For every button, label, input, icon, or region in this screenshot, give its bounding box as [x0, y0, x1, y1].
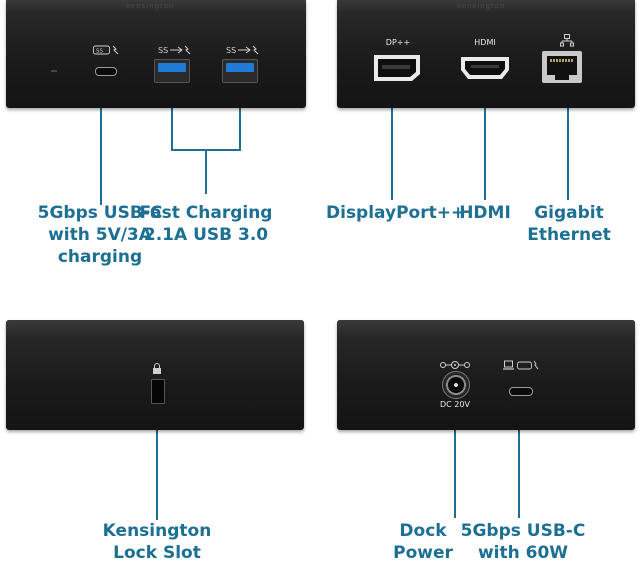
dp-port-label: DP++ [385, 38, 411, 47]
usb-a-superspeed-icon: SS [158, 45, 191, 55]
callout-ethernet: Gigabit Ethernet [527, 203, 611, 245]
usb-c-port [95, 67, 117, 76]
callout-dock-power: Dock Power [393, 521, 453, 563]
dock-rear-video-view: kensington DP++ HDMI [337, 0, 635, 108]
usb-c-superspeed-icon: SS [93, 45, 119, 55]
network-icon [560, 34, 574, 47]
displayport-port [374, 55, 420, 81]
ethernet-port [542, 51, 582, 83]
callout-hdmi: HDMI [459, 203, 511, 223]
dock-side-view [6, 320, 304, 430]
usb-a-port-2 [222, 59, 258, 83]
brand-logo: kensington [457, 2, 506, 10]
status-led [51, 70, 57, 72]
kensington-lock-slot [151, 379, 165, 404]
lock-icon [153, 363, 161, 374]
usb-a-port-1 [154, 59, 190, 83]
callout-usb-c-host: 5Gbps USB-C with 60W [460, 521, 586, 563]
brand-logo: kensington [126, 2, 175, 10]
svg-text:SS: SS [96, 49, 103, 55]
usb-c-host-port [509, 387, 533, 396]
usb-a-superspeed-icon: SS [226, 45, 259, 55]
callout-usb-c: 5Gbps USB-C with 5V/3A charging [37, 203, 163, 267]
dc-polarity-icon [440, 361, 470, 369]
hdmi-port-label: HDMI [474, 38, 496, 47]
dc-power-jack [442, 371, 470, 399]
laptop-usb-c-icon [503, 360, 539, 370]
hdmi-port [461, 57, 509, 79]
dc-port-label: DC 20V [440, 400, 470, 409]
dock-rear-power-view: DC 20V [337, 320, 635, 430]
callout-fast-charging: Fast Charging 2.1A USB 3.0 [139, 203, 273, 245]
dock-front-view: kensington SS SS SS [6, 0, 306, 108]
callout-displayport: DisplayPort++ [326, 203, 466, 223]
svg-text:SS: SS [226, 46, 236, 55]
callout-lock: Kensington Lock Slot [102, 521, 212, 563]
svg-text:SS: SS [158, 46, 168, 55]
